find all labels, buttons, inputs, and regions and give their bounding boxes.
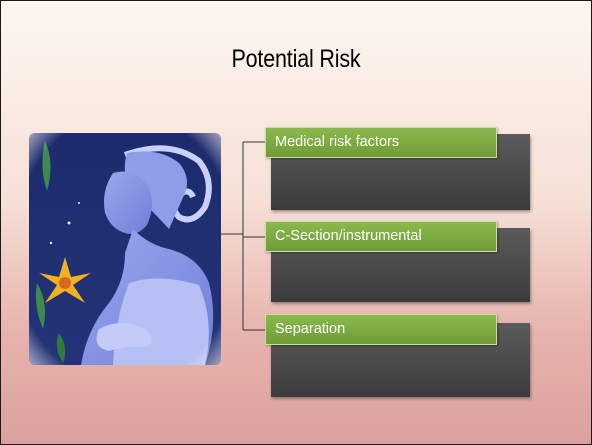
pregnant-woman-painting	[29, 133, 221, 365]
label-c-section-instrumental: C-Section/instrumental	[265, 221, 497, 252]
painting-svg	[29, 133, 221, 365]
slide-title: Potential Risk	[231, 45, 361, 73]
label-separation: Separation	[265, 314, 497, 345]
label-medical-risk-factors: Medical risk factors	[265, 127, 497, 158]
